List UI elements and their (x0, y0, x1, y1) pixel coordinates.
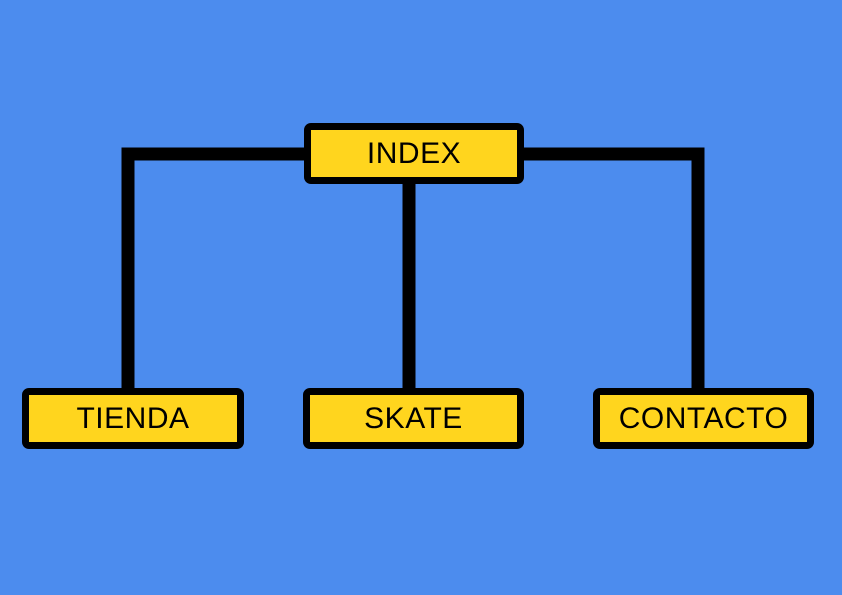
node-index: INDEX (304, 123, 524, 184)
node-contacto-label: CONTACTO (618, 401, 789, 435)
node-tienda: TIENDA (22, 388, 244, 449)
node-skate: SKATE (303, 388, 524, 449)
node-skate-label: SKATE (364, 401, 463, 435)
connector-index-tienda (121, 147, 304, 392)
node-tienda-label: TIENDA (76, 401, 190, 435)
node-contacto: CONTACTO (593, 388, 814, 449)
node-index-label: INDEX (366, 136, 462, 170)
connector-index-contacto (524, 147, 705, 392)
